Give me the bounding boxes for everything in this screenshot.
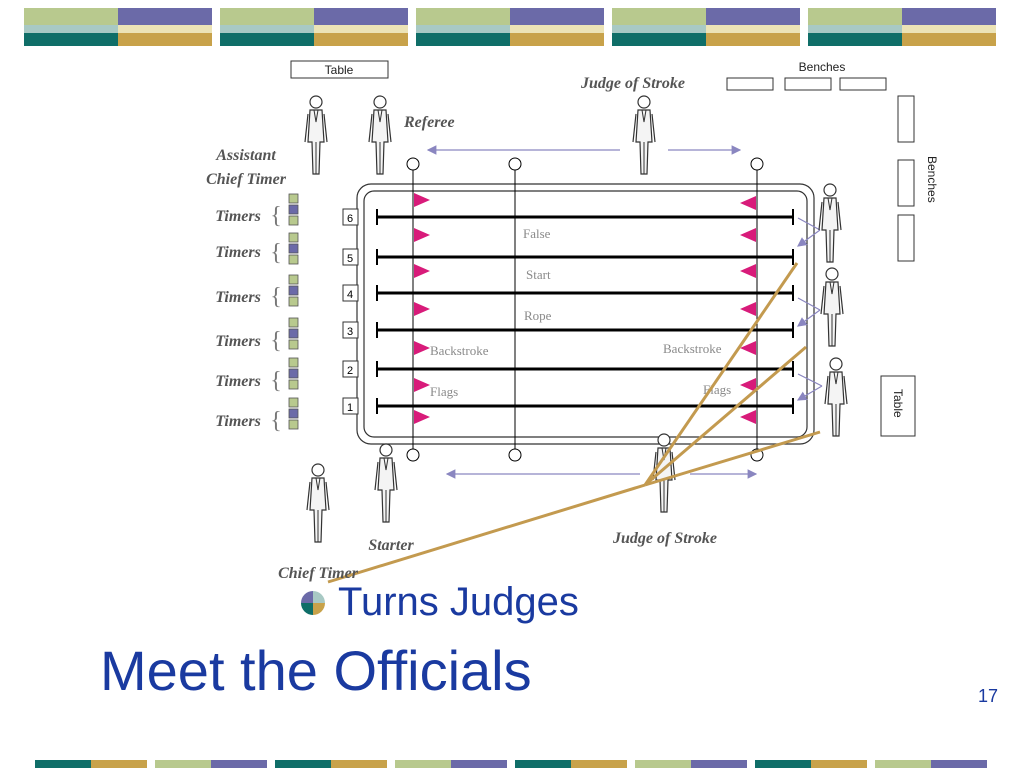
chief-timer-label: Chief Timer <box>278 565 359 582</box>
assistant-chief-timer-label: Chief Timer <box>206 171 287 188</box>
lane-1: 1 <box>342 397 794 415</box>
false-start-rope <box>508 157 522 462</box>
referee-label: Referee <box>403 114 455 131</box>
backstroke-flags-label: Flags <box>703 382 731 397</box>
false-start-label: False <box>523 226 551 241</box>
starter-label: Starter <box>368 537 414 554</box>
timer-stations <box>288 193 299 430</box>
page-number: 17 <box>978 686 999 706</box>
lane-4: 4 <box>342 284 794 302</box>
bullet-text: Turns Judges <box>338 580 579 624</box>
banner-block <box>612 8 800 46</box>
benches-top: Benches <box>726 60 887 91</box>
turns-judges-pointer <box>327 262 821 584</box>
table-top-label: Table <box>325 63 354 77</box>
banner-block <box>416 8 604 46</box>
pool <box>356 183 815 445</box>
lane-number: 1 <box>347 402 353 414</box>
table-top: Table <box>290 60 389 79</box>
backstroke-flags-label: Backstroke <box>430 343 489 358</box>
banner-block <box>808 8 996 46</box>
top-banner <box>24 8 996 46</box>
benches-right-label: Benches <box>925 156 939 203</box>
movement-arrows <box>426 145 823 479</box>
lane-5: 5 <box>342 248 794 266</box>
timers-label: Timers <box>215 289 261 306</box>
lane-6: 6 <box>342 208 794 226</box>
judge-of-stroke-label: Judge of Stroke <box>612 530 717 547</box>
judge-of-stroke-label: Judge of Stroke <box>580 75 685 92</box>
svg-text:{: { <box>270 203 282 229</box>
bullet-quad-icon <box>301 590 325 615</box>
lane-number: 2 <box>347 365 353 377</box>
false-start-label: Rope <box>524 308 552 323</box>
backstroke-flags-label: Backstroke <box>663 341 722 356</box>
svg-text:{: { <box>270 240 282 266</box>
bullet-point: Turns Judges <box>300 580 579 625</box>
timers-label: Timers <box>215 333 261 350</box>
timers-label: Timers <box>215 244 261 261</box>
timers-label: Timers <box>215 413 261 430</box>
lane-number: 4 <box>347 289 353 301</box>
false-start-label: Start <box>526 267 551 282</box>
svg-text:{: { <box>270 408 282 434</box>
timers-label: Timers <box>215 208 261 225</box>
lane-3: 3 <box>342 321 794 339</box>
banner-block <box>220 8 408 46</box>
benches-right: Benches <box>897 95 939 262</box>
timers-label: Timers <box>215 373 261 390</box>
assistant-chief-timer-label: Assistant <box>215 147 276 164</box>
lane-number: 3 <box>347 326 353 338</box>
lane-number: 6 <box>347 213 353 225</box>
banner-block <box>24 8 212 46</box>
table-right: Table <box>880 375 916 437</box>
benches-top-label: Benches <box>799 60 846 74</box>
lane-number: 5 <box>347 253 353 265</box>
slide-title: Meet the Officials <box>100 639 532 702</box>
bottom-banner <box>35 760 987 768</box>
backstroke-flag-rope-left <box>406 157 420 462</box>
backstroke-flags-label: Flags <box>430 384 458 399</box>
table-right-label: Table <box>891 389 905 418</box>
svg-text:{: { <box>270 328 282 354</box>
svg-text:{: { <box>270 284 282 310</box>
backstroke-flag-rope-right <box>750 157 764 462</box>
flags-left <box>414 193 430 424</box>
svg-text:{: { <box>270 368 282 394</box>
timers-group: Timers Timers Timers Timers Timers Timer… <box>215 193 299 434</box>
flags-right <box>740 196 756 424</box>
